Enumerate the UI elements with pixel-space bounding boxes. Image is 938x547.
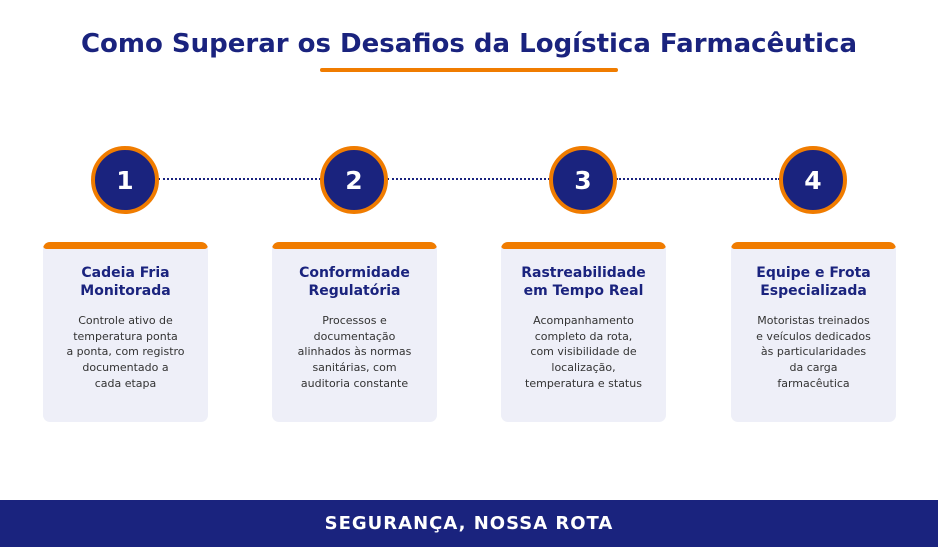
step-number-circle: 2 [320,146,388,214]
card-desc-line: com visibilidade de [530,345,637,359]
card-desc-line: farmacêutica [777,376,850,390]
card-title: Cadeia Fria Monitorada [47,264,204,300]
card-title-line: Cadeia Fria [81,265,170,281]
card-accent-bar [501,242,666,249]
step-card-3: Rastreabilidade em Tempo Real Acompanham… [501,242,666,422]
card-desc-line: sanitárias, com [312,361,397,375]
card-accent-bar [731,242,896,249]
card-title-line: Equipe e Frota [756,265,871,281]
card-desc-line: Motoristas treinados [757,314,870,327]
connector-3-4 [616,178,780,180]
card-title-line: Especializada [760,283,867,299]
connector-2-3 [387,178,550,180]
card-title: Equipe e Frota Especializada [735,264,892,300]
step-card-2: Conformidade Regulatória Processos e doc… [272,242,437,422]
card-desc-line: auditoria constante [300,376,409,390]
step-number-circle: 4 [779,146,847,214]
card-desc-line: completo da rota, [534,329,633,343]
page-title: Como Superar os Desafios da Logística Fa… [80,29,858,59]
card-desc-line: Acompanhamento [533,314,634,327]
footer-banner: SEGURANÇA, NOSSA ROTA [0,500,938,547]
card-description: Processos e documentação alinhados às no… [276,313,433,392]
card-desc-line: Controle ativo de [78,314,173,327]
connector-1-2 [158,178,321,180]
step-number-circle: 1 [91,146,159,214]
card-desc-line: a ponta, com registro [66,345,185,359]
card-title-line: Rastreabilidade [521,265,646,281]
card-title-line: Monitorada [80,283,171,299]
card-desc-line: documentação [313,329,396,343]
card-title-line: Conformidade [299,265,410,281]
step-number-circle: 3 [549,146,617,214]
step-card-1: Cadeia Fria Monitorada Controle ativo de… [43,242,208,422]
card-desc-line: Processos e [322,314,387,327]
card-title-line: Regulatória [308,283,401,299]
card-description: Controle ativo de temperatura ponta a po… [47,313,204,392]
card-desc-line: alinhados às normas [297,345,412,359]
card-description: Acompanhamento completo da rota, com vis… [505,313,662,392]
step-number: 4 [804,165,822,195]
card-desc-line: da carga [789,361,838,375]
card-accent-bar [43,242,208,249]
card-desc-line: documentado a [82,361,169,375]
card-desc-line: às particularidades [760,345,867,359]
card-description: Motoristas treinados e veículos dedicado… [735,313,892,392]
card-title: Conformidade Regulatória [276,264,433,300]
card-desc-line: temperatura ponta [73,329,178,343]
card-title: Rastreabilidade em Tempo Real [505,264,662,300]
card-desc-line: localização, [551,361,616,375]
step-number: 1 [116,165,134,195]
title-underline [320,68,618,72]
step-number: 2 [345,165,363,195]
step-number: 3 [574,165,592,195]
card-desc-line: cada etapa [94,376,157,390]
step-card-4: Equipe e Frota Especializada Motoristas … [731,242,896,422]
card-desc-line: e veículos dedicados [756,329,871,343]
card-desc-line: temperatura e status [525,376,642,390]
card-accent-bar [272,242,437,249]
card-title-line: em Tempo Real [523,283,644,299]
footer-slogan: SEGURANÇA, NOSSA ROTA [324,513,614,534]
